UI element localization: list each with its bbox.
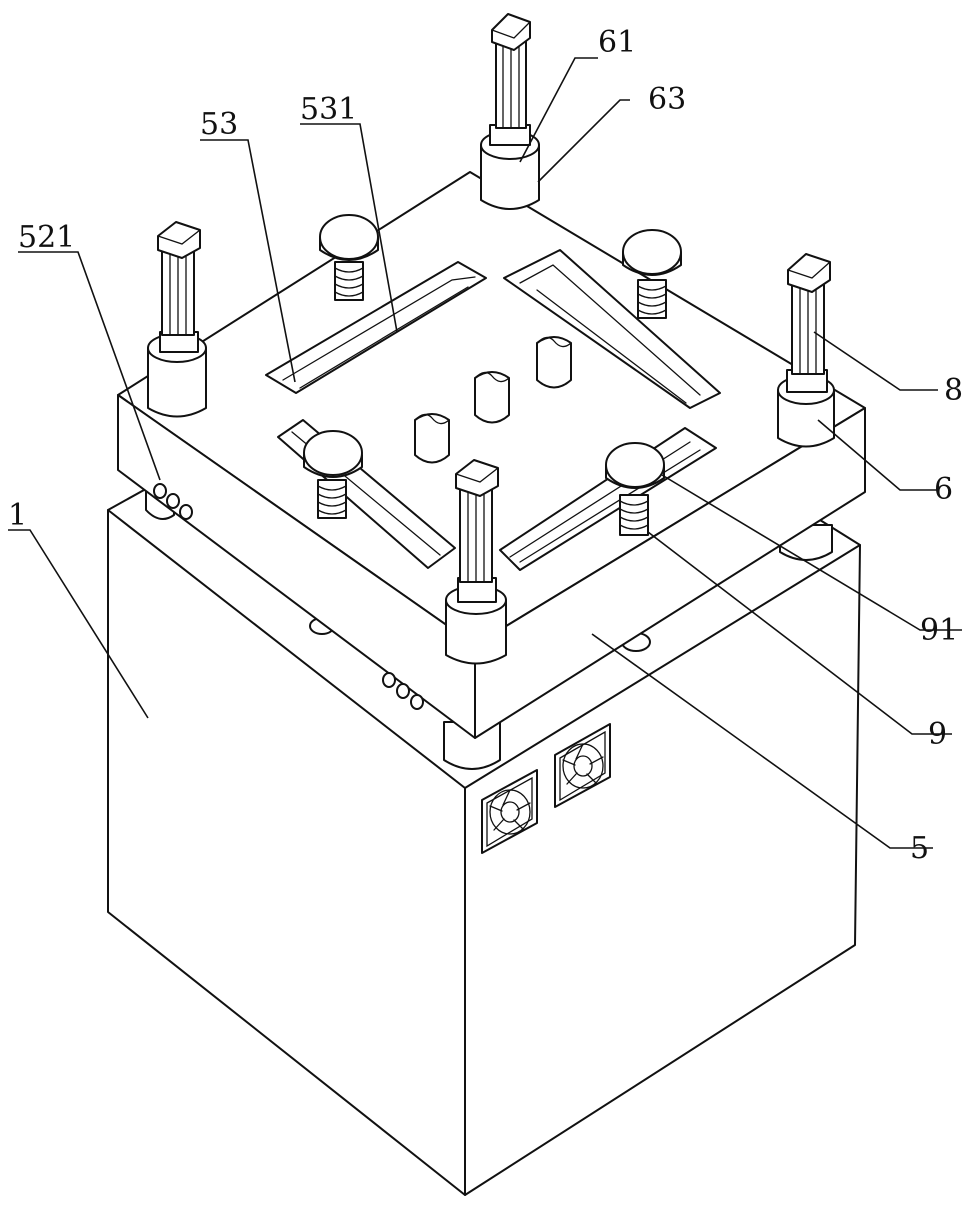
label-53: 53 — [200, 107, 238, 142]
label-1: 1 — [8, 498, 27, 533]
label-5: 5 — [910, 831, 929, 866]
label-8: 8 — [944, 373, 963, 408]
label-61: 61 — [598, 25, 636, 60]
label-531: 531 — [300, 92, 357, 127]
cylinder-post-left — [148, 222, 206, 417]
cylinder-post-right — [778, 254, 834, 447]
label-6: 6 — [934, 472, 953, 507]
label-91: 91 — [920, 613, 958, 648]
cylinder-post-top — [481, 14, 539, 209]
label-63: 63 — [648, 82, 686, 117]
label-9: 9 — [928, 717, 947, 752]
label-521: 521 — [18, 220, 75, 255]
